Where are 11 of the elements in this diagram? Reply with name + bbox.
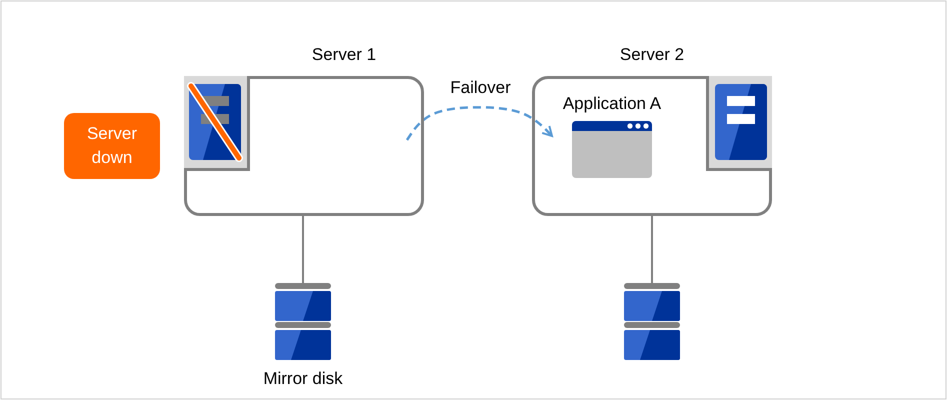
disk-icon (275, 283, 331, 361)
connector-line (651, 216, 653, 283)
connector-line (302, 216, 304, 283)
arrow (406, 106, 553, 141)
status-box (64, 113, 160, 179)
disk-label: Mirror disk (262, 369, 344, 389)
status-label: Server down (86, 123, 138, 169)
disk-icon (624, 283, 680, 361)
server-name: Server 1 (310, 45, 378, 65)
server-name: Server 2 (618, 45, 686, 65)
application-name: Application A (562, 94, 662, 114)
